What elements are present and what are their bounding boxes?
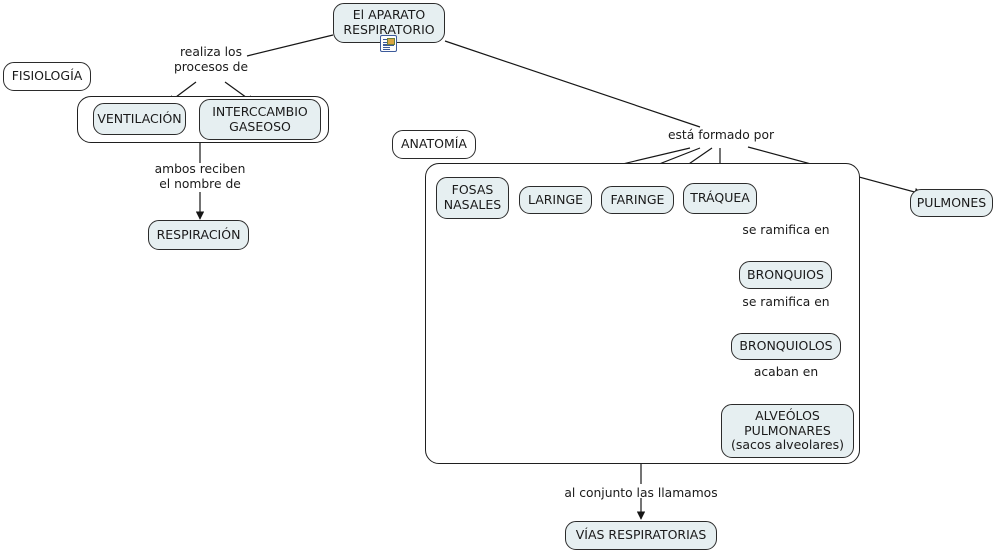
node-pulmones[interactable]: PULMONES [910, 189, 993, 217]
node-alveolos-pulmonares[interactable]: ALVEÓLOS PULMONARES (sacos alveolares) [721, 404, 854, 458]
node-vias-respiratorias[interactable]: VÍAS RESPIRATORIAS [565, 521, 717, 550]
edge-title-to-anatomia [444, 40, 701, 128]
node-interccambio-gaseoso[interactable]: INTERCCAMBIO GASEOSO [199, 99, 321, 140]
edge-label-se-ramifica-en-1: se ramifica en [742, 223, 830, 237]
node-ventilacion[interactable]: VENTILACIÓN [93, 103, 186, 135]
icon-image-thumb [386, 38, 395, 45]
node-faringe[interactable]: FARINGE [601, 186, 674, 214]
document-resource-icon[interactable] [380, 35, 397, 52]
edge-label-ambos-reciben: ambos reciben el nombre de [154, 162, 246, 191]
node-anatomia[interactable]: ANATOMÍA [392, 130, 476, 159]
node-fisiologia[interactable]: FISIOLOGÍA [3, 62, 91, 91]
node-laringe[interactable]: LARINGE [519, 186, 592, 214]
edge-label-realiza-procesos: realiza los procesos de [173, 45, 249, 74]
node-traquea[interactable]: TRÁQUEA [683, 183, 757, 214]
edge-label-se-ramifica-en-2: se ramifica en [742, 295, 830, 309]
edge-label-esta-formado-por: está formado por [667, 128, 775, 142]
edge-label-al-conjunto: al conjunto las llamamos [564, 486, 718, 500]
node-bronquiolos[interactable]: BRONQUIOLOS [731, 333, 841, 360]
edge-label-acaban-en: acaban en [753, 365, 819, 379]
node-respiracion[interactable]: RESPIRACIÓN [148, 220, 249, 250]
icon-footer-line [383, 45, 394, 49]
node-fosas-nasales[interactable]: FOSAS NASALES [436, 177, 509, 219]
node-bronquios[interactable]: BRONQUIOS [739, 261, 832, 289]
